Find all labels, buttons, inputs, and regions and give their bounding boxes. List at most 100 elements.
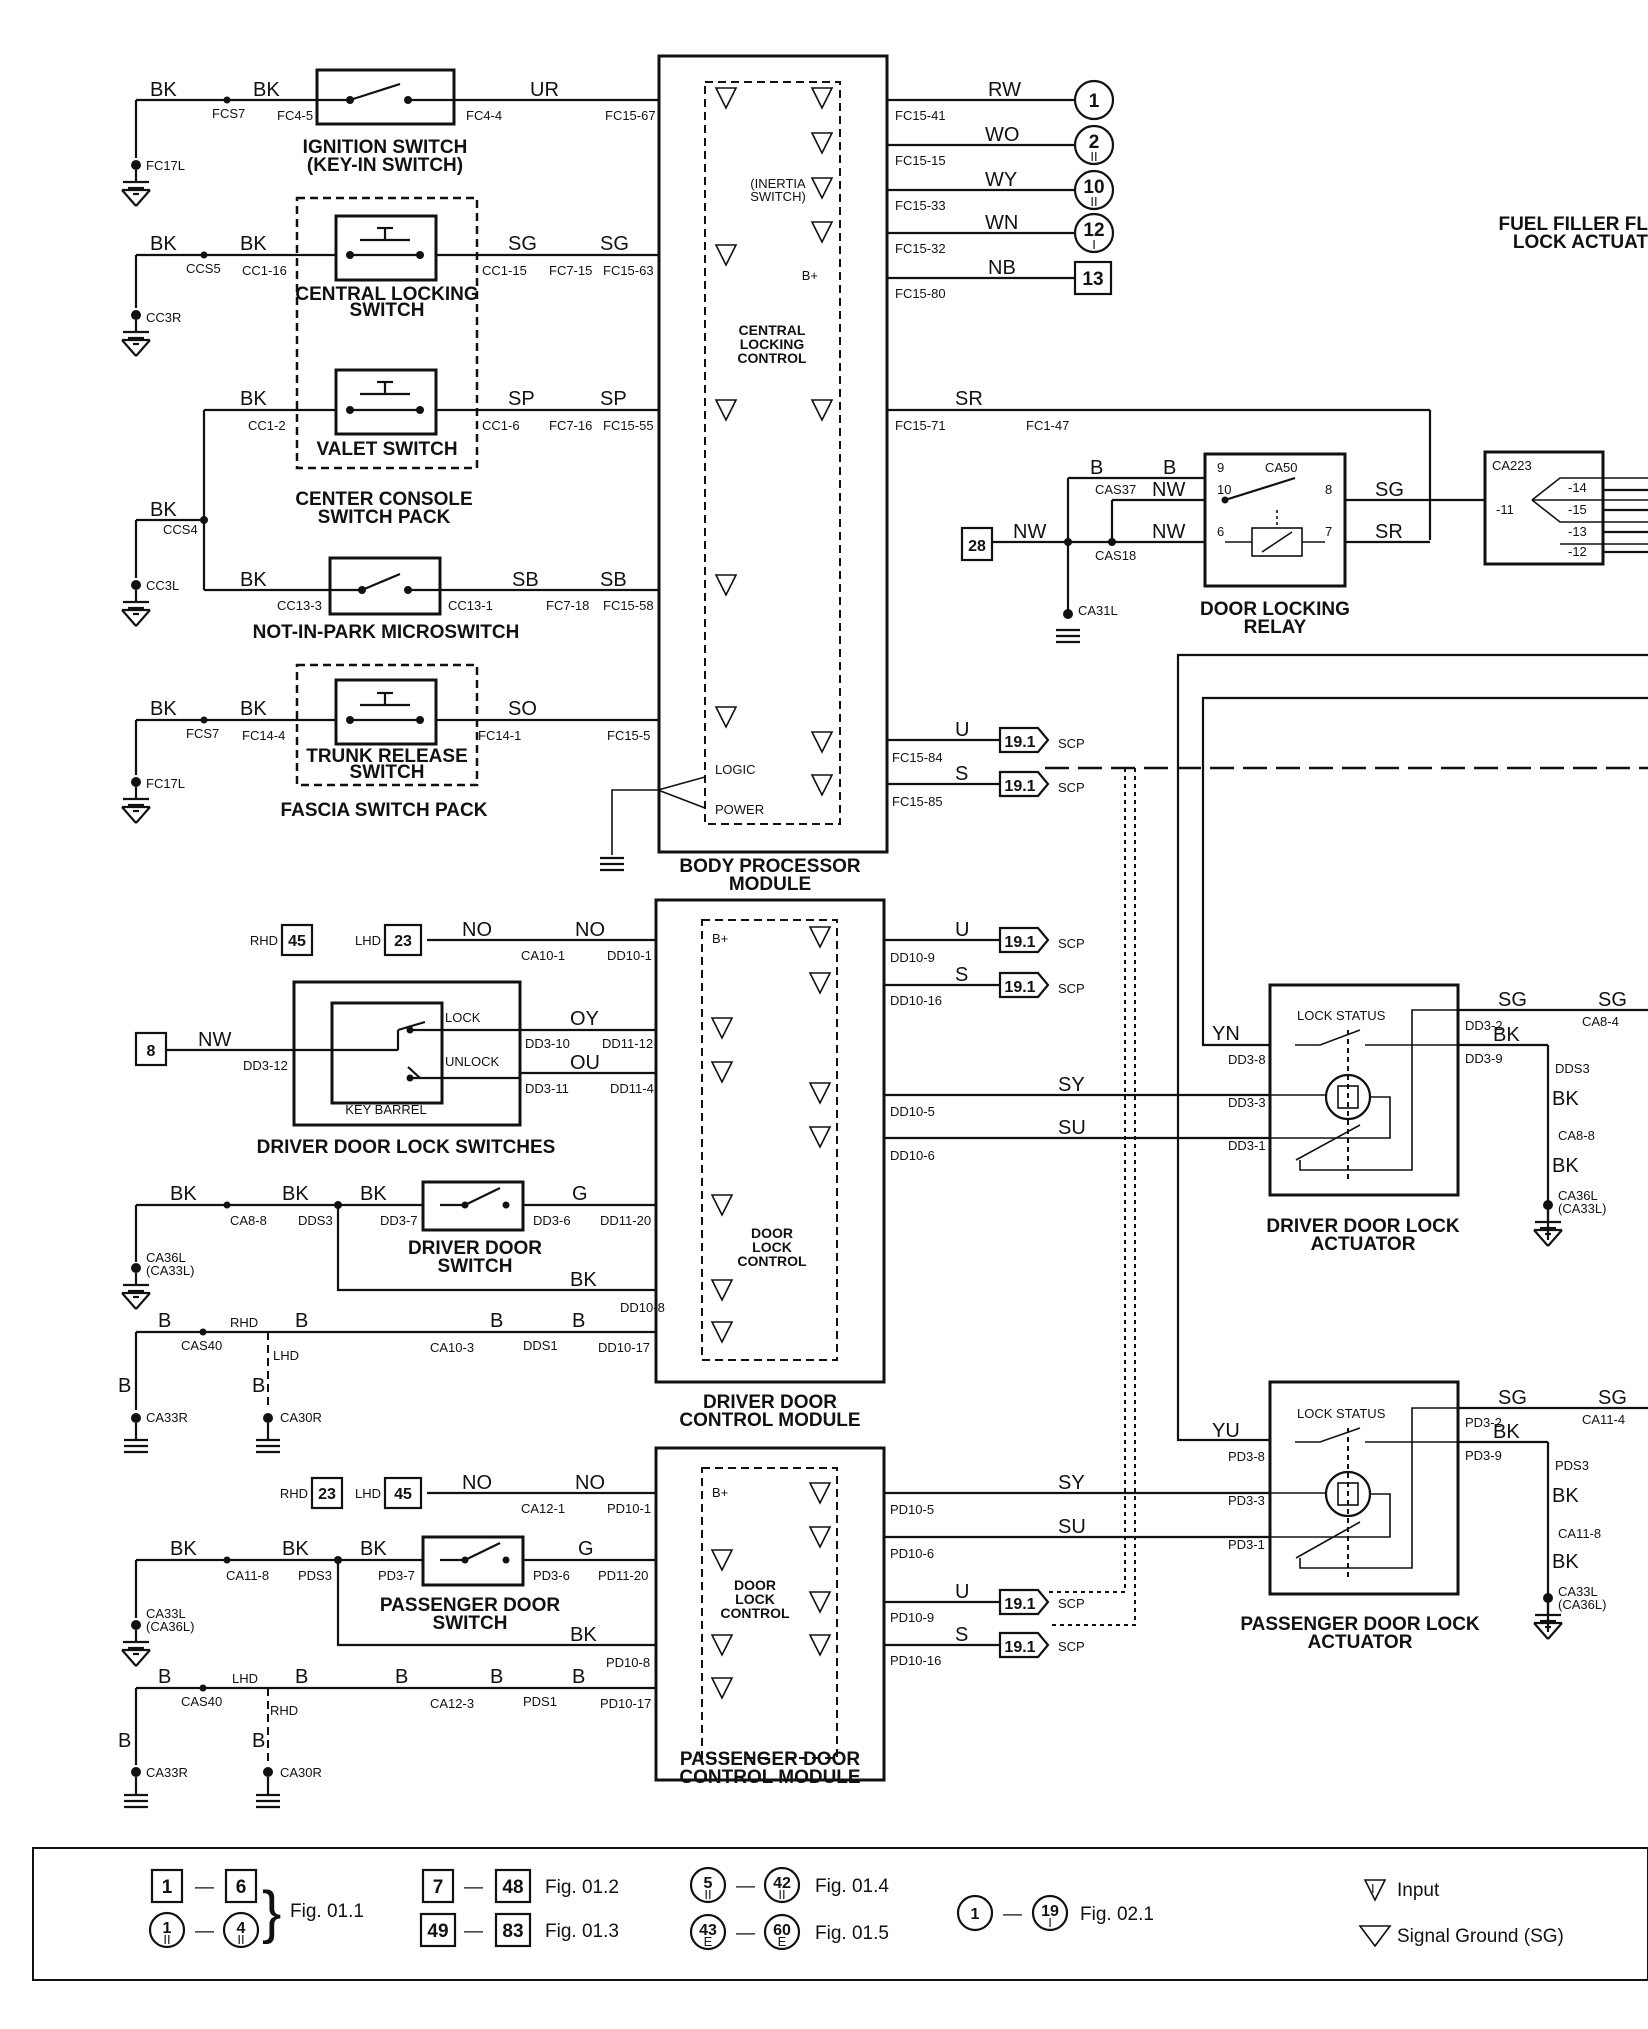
ref-sub: I [1092, 237, 1096, 252]
pin-label: 7 [1325, 524, 1332, 539]
connector-label: FC14-1 [478, 728, 521, 743]
wire-label: BK [570, 1269, 597, 1291]
connector-label: PD10-5 [890, 1502, 934, 1517]
wire-label: UR [530, 79, 559, 101]
legend-box: 49 [427, 1921, 448, 1942]
wire-label: RW [988, 79, 1021, 101]
wire-label: SO [508, 698, 537, 720]
legend-fig-label: Fig. 01.4 [815, 1876, 889, 1897]
connector-label: FCS7 [212, 106, 245, 121]
connector-label: DD3-7 [380, 1213, 418, 1228]
wire-label: S [955, 964, 968, 986]
legend-box: 6 [236, 1877, 247, 1898]
legend-dash: — [1003, 1904, 1022, 1925]
valet-switch-label: VALET SWITCH [316, 439, 457, 460]
connector-label: CA10-1 [521, 948, 565, 963]
ref-scp: 19.1 [1004, 979, 1035, 996]
connector-label: PD10-1 [607, 1501, 651, 1516]
connector-label: PD10-16 [890, 1653, 941, 1668]
fascia-pack-label: FASCIA SWITCH PACK [281, 800, 488, 821]
lock-status-label: LOCK STATUS [1297, 1406, 1386, 1421]
legend-circle: 19 [1041, 1903, 1059, 1920]
connector-label: CA8-8 [230, 1213, 267, 1228]
connector-label: FC15-15 [895, 153, 946, 168]
connector-label: CA8-8 [1558, 1128, 1595, 1143]
wire-label: BK [240, 569, 267, 591]
connector-label: CA33R [146, 1410, 188, 1425]
legend-circle: 1 [971, 1906, 980, 1923]
legend-circle: 60 [773, 1922, 791, 1939]
wire-label: BK [1552, 1155, 1579, 1177]
connector-label: CA33L [146, 1606, 186, 1621]
wire-label: B [158, 1666, 171, 1688]
scp-label: SCP [1058, 936, 1085, 951]
wire-label: YN [1212, 1023, 1240, 1045]
connector-label: DD11-4 [610, 1081, 654, 1096]
connector-label: PD10-9 [890, 1610, 934, 1625]
wire-label: U [955, 719, 969, 741]
wire-label: SG [1598, 1387, 1627, 1409]
connector-label: FC4-5 [277, 108, 313, 123]
connector-label: DD11-12 [602, 1036, 653, 1051]
power-label: POWER [715, 802, 764, 817]
passenger-door-lock-actuator: LOCK STATUS SG SG BK BK BK YU PD3-2 PD3-… [1212, 1380, 1648, 1653]
connector-label: DD3-6 [533, 1213, 571, 1228]
connector-label: FC4-4 [466, 108, 502, 123]
connector-label: PD3-1 [1228, 1537, 1265, 1552]
connector-label: CC1-16 [242, 263, 287, 278]
connector-label: DDS1 [523, 1338, 558, 1353]
legend-fig-label: Fig. 01.1 [290, 1901, 364, 1922]
legend-dash: — [736, 1876, 755, 1897]
connector-label: CC13-3 [277, 598, 322, 613]
legend-fig-label: Fig. 01.2 [545, 1877, 619, 1898]
ref-circle: 12 [1083, 220, 1104, 241]
wire-label: OU [570, 1052, 600, 1074]
ref-box: 45 [288, 933, 306, 950]
connector-label: FC15-63 [603, 263, 654, 278]
wire-label: BK [570, 1624, 597, 1646]
legend-fig-012-013: 7 48 — Fig. 01.2 49 83 — Fig. 01.3 [419, 1868, 619, 1948]
ref-scp: 19.1 [1004, 778, 1035, 795]
connector-label: CCS4 [163, 522, 198, 537]
pin-label: 8 [1325, 482, 1332, 497]
legend-sub: E [778, 1934, 787, 1949]
ref-scp: 19.1 [1004, 734, 1035, 751]
wire-label: BK [360, 1538, 387, 1560]
connector-label: FC15-71 [895, 418, 946, 433]
wire-label: B [295, 1666, 308, 1688]
connector-label: DD3-10 [525, 1036, 570, 1051]
wire-label: U [955, 919, 969, 941]
wire-label: B [1163, 457, 1176, 479]
legend-dash: — [195, 1877, 214, 1898]
central-locking-switch-circuit: BK BK SG SG CCS5 CC1-16 CC1-15 FC7-15 FC… [120, 196, 659, 470]
wire-label: SG [1375, 479, 1404, 501]
connector-label: DD10-16 [890, 993, 942, 1008]
connector-label: (CA36L) [1558, 1597, 1606, 1612]
wire-label: SY [1058, 1472, 1085, 1494]
wire-label: BK [1493, 1421, 1520, 1443]
legend-sub: II [163, 1932, 170, 1947]
legend-fig-021: 1 19 I — Fig. 02.1 [956, 1894, 1154, 1932]
wire-label: SG [1598, 989, 1627, 1011]
connector-label: DD10-1 [607, 948, 652, 963]
wire-label: BK [150, 79, 177, 101]
wire-label: BK [240, 233, 267, 255]
wire-label: B [295, 1310, 308, 1332]
connector-label: DD3-12 [243, 1058, 288, 1073]
wire-label: B [572, 1310, 585, 1332]
valet-switch-circuit: BK SP SP CC1-2 CC1-6 FC7-16 FC15-55 VALE… [202, 368, 659, 590]
bplus-label: B+ [712, 1485, 728, 1500]
wire-label: SG [1498, 989, 1527, 1011]
pin-label: -14 [1568, 480, 1587, 495]
connector-label: CC1-6 [482, 418, 520, 433]
scp-label: SCP [1058, 1596, 1085, 1611]
connector-label: DD10-17 [598, 1340, 650, 1355]
connector-label: DD3-1 [1228, 1138, 1266, 1153]
